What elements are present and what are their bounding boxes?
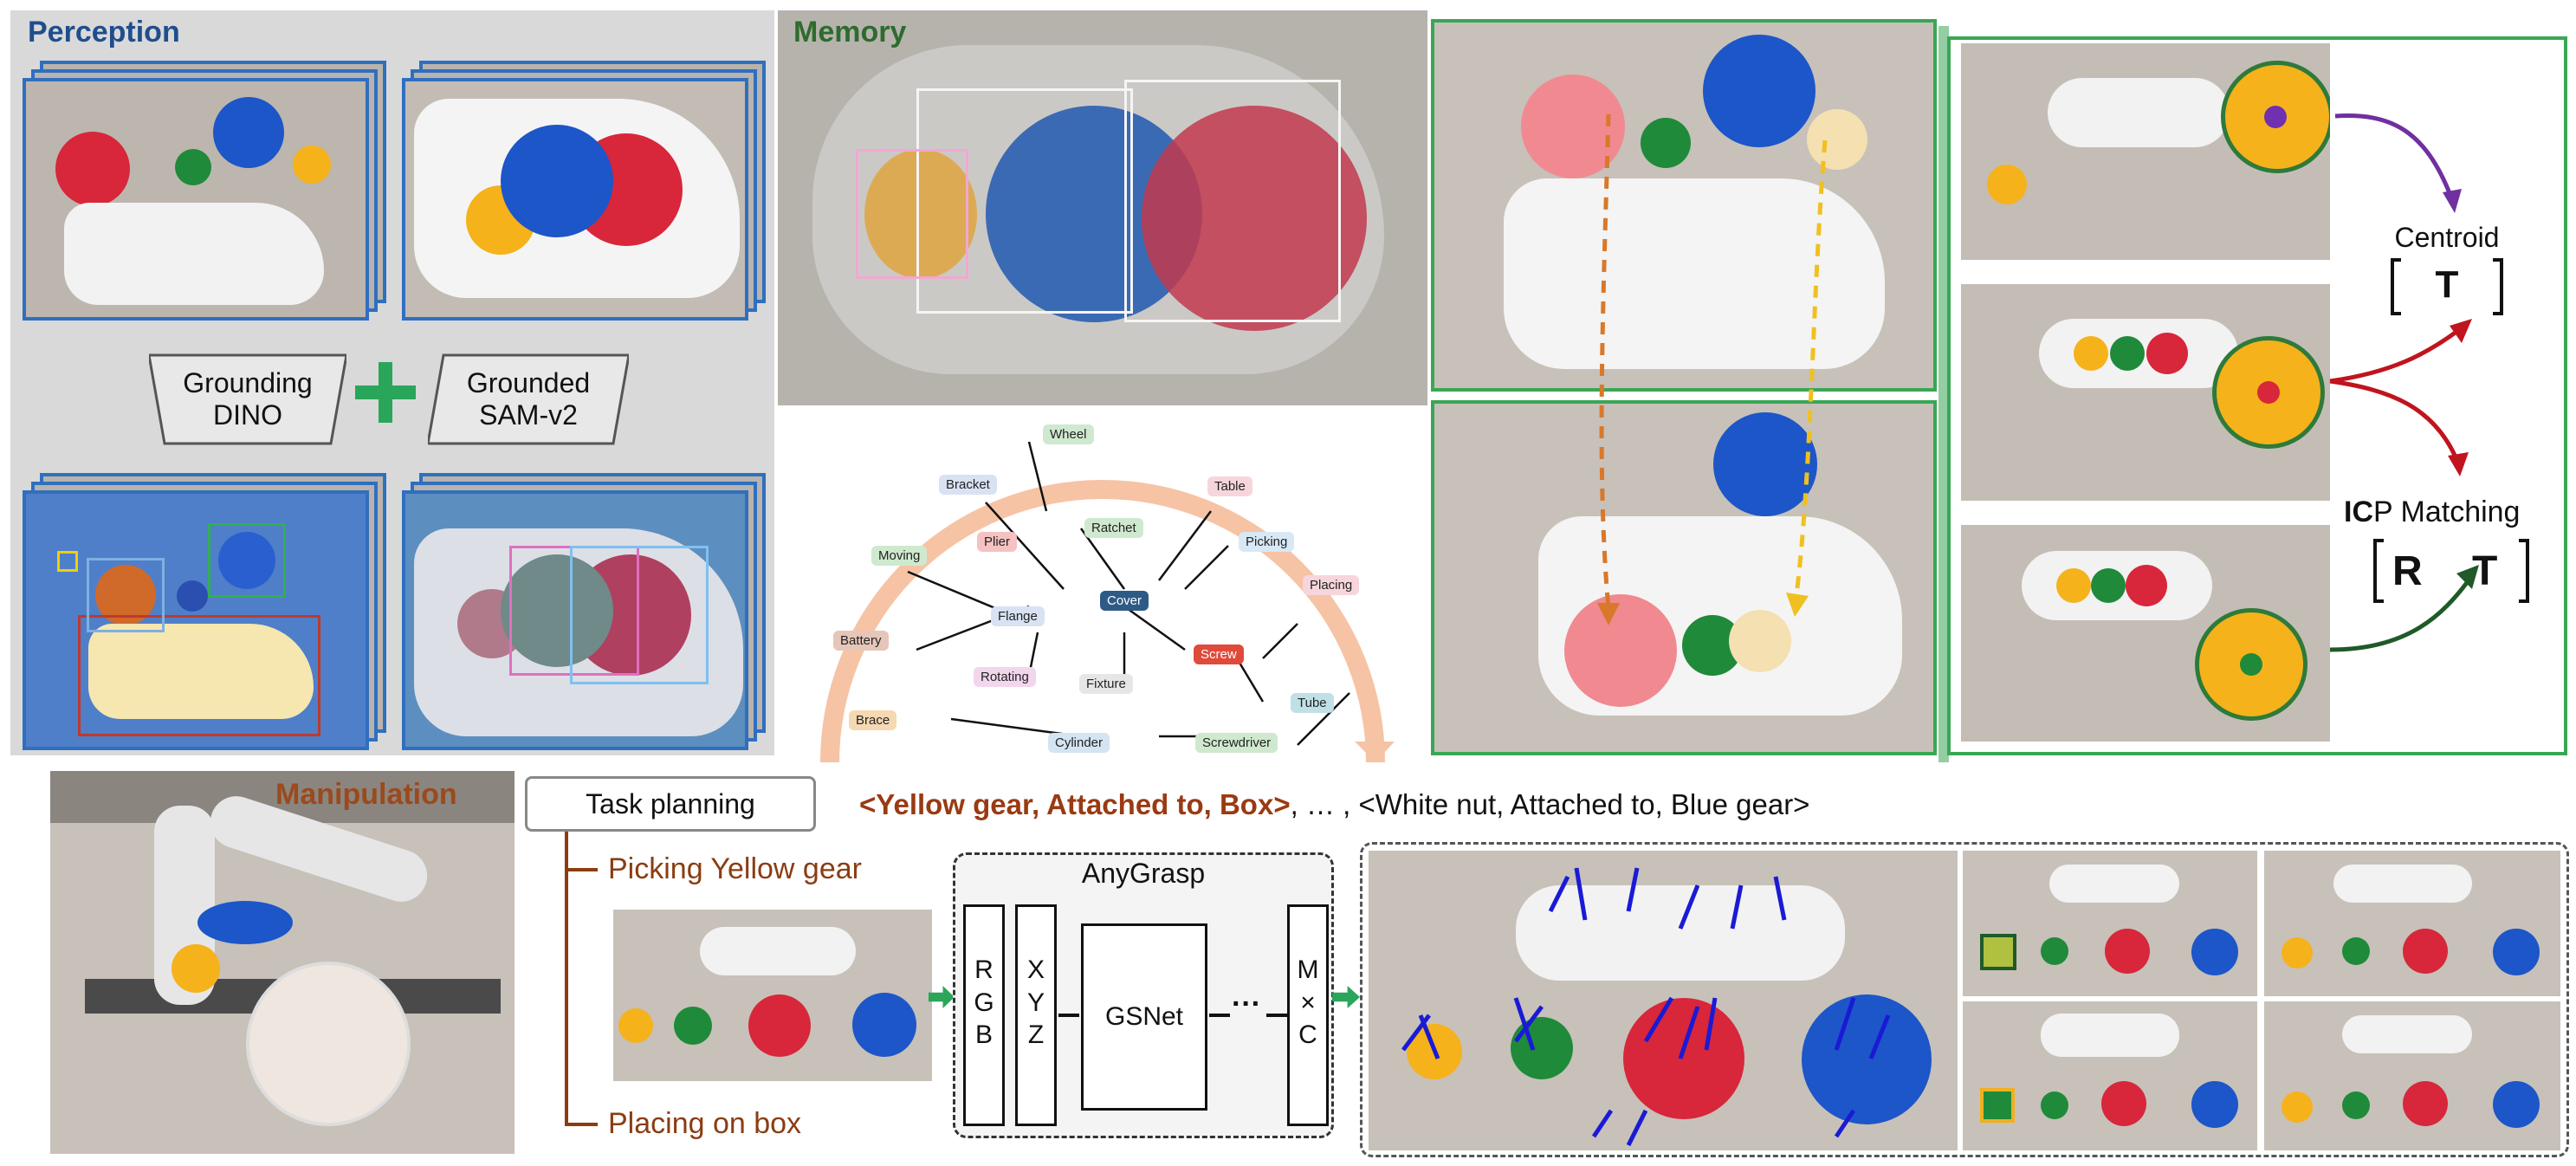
perception-title: Perception (28, 16, 180, 49)
memory-title: Memory (793, 16, 907, 49)
icp-label: ICP Matching (2344, 496, 2521, 528)
pose-image-2 (1961, 284, 2330, 501)
kg-node-cylinder: Cylinder (1048, 733, 1110, 753)
relation-text: <Yellow gear, Attached to, Box>, … , <Wh… (859, 788, 1810, 820)
kg-node-picking: Picking (1239, 532, 1295, 552)
centroid-matrix: T (2391, 258, 2503, 315)
kg-node-ratchet: Ratchet (1084, 518, 1143, 538)
xyz-block: X Y Z (1015, 904, 1057, 1126)
kg-node-bracket: Bracket (939, 475, 997, 495)
kg-node-fixture: Fixture (1079, 674, 1133, 694)
pose-arrows (2329, 113, 2479, 652)
pick-scene-image (613, 910, 932, 1081)
kg-node-table: Table (1207, 476, 1252, 496)
pose-image-3 (1961, 525, 2330, 742)
kg-node-wheel: Wheel (1043, 424, 1094, 444)
plus-icon (355, 362, 416, 423)
grounded-sam-label: Grounded SAM-v2 (466, 367, 591, 431)
grasp-main-image (1369, 851, 1958, 1150)
memory-pointcloud-image (778, 10, 1427, 405)
gsnet-block: GSNet (1081, 923, 1207, 1111)
robot-arm-image (50, 771, 515, 1154)
kg-node-cover: Cover (1100, 591, 1149, 611)
arrow-to-anygrasp (929, 986, 955, 1008)
grasp-thumb-4 (2264, 1001, 2560, 1150)
kg-node-rotating: Rotating (974, 667, 1036, 687)
kg-node-screw: Screw (1194, 645, 1244, 664)
pose-image-1 (1961, 43, 2330, 260)
kg-node-plier: Plier (977, 532, 1018, 552)
kg-node-brace: Brace (849, 710, 897, 730)
white-box (64, 203, 324, 305)
manipulation-title: Manipulation (275, 778, 457, 811)
step-placing: Placing on box (608, 1107, 802, 1140)
grasp-results-frame (1360, 842, 2569, 1157)
grounding-dino-block (149, 353, 346, 445)
placement-arrows (1597, 113, 1828, 625)
grasp-thumb-1 (1963, 851, 2257, 996)
kg-node-placing: Placing (1303, 575, 1360, 595)
kg-node-flange: Flange (991, 606, 1045, 626)
icp-matrix: R T (2373, 539, 2529, 603)
rgb-block: R G B (963, 904, 1005, 1126)
kg-node-screwdriver: Screwdriver (1195, 733, 1278, 753)
ellipsis-icon: ··· (1232, 988, 1261, 1020)
grasp-thumb-2 (2264, 851, 2560, 996)
step-picking: Picking Yellow gear (608, 852, 862, 885)
mxc-block: M × C (1287, 904, 1329, 1126)
centroid-label: Centroid (2394, 222, 2500, 253)
plan-tree-line (565, 832, 568, 1126)
grounding-dino-label: Grounding DINO (183, 367, 313, 431)
kg-node-battery: Battery (833, 631, 889, 651)
grounded-sam-block (428, 353, 629, 445)
red-gear (55, 132, 130, 206)
scene-after-image (1431, 400, 1937, 755)
task-planning-box: Task planning (525, 776, 816, 832)
blue-gear (213, 97, 284, 168)
anygrasp-title: AnyGrasp (1081, 858, 1206, 889)
kg-node-tube: Tube (1291, 693, 1334, 713)
kg-node-moving: Moving (871, 546, 928, 566)
arrow-to-grasps (1332, 986, 1360, 1008)
grasp-thumb-3 (1963, 1001, 2257, 1150)
detection-box (78, 615, 320, 736)
